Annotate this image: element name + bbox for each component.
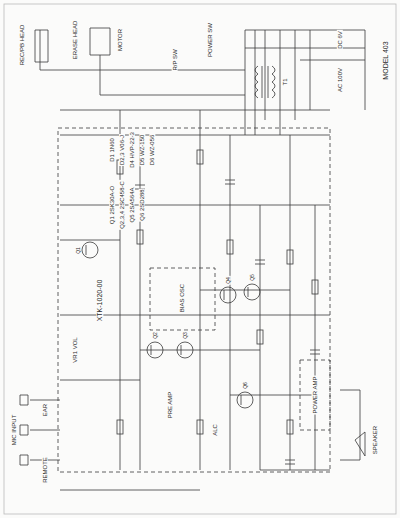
part-label: DC 6V [337,30,343,50]
part-label: MIC INPUT [11,414,17,447]
part-label: REC/PB HEAD [19,24,25,67]
part-label: Q1 [75,246,80,255]
part-label: D4 HVP-22-3 [129,131,135,169]
part-label: Q3 [182,331,187,340]
part-label: MOTOR [117,28,123,52]
part-label: POWER AMP [312,375,318,414]
part-label: ERASE HEAD [72,20,78,61]
part-label: Q5 [249,273,254,282]
part-label: MODEL 403 [381,40,388,80]
part-label: Q1 2SK30A-O [109,185,115,225]
part-label: D1 1N60 [109,137,115,163]
part-label: Q5 2SA564A [129,186,135,223]
part-label: D5 WZ-150 [139,134,145,167]
transformer [255,66,275,98]
part-label: Q4 [225,276,230,285]
page-border [4,4,396,514]
resistor-symbols [117,150,318,434]
part-label: REMOTE [42,456,48,484]
wires [30,28,365,490]
part-label: Q6 [242,381,247,390]
part-label: Q2 [152,331,157,340]
part-label: VR1 VOL [72,336,78,363]
part-label: R/P SW [172,48,178,71]
part-label: Q2,3,4 2SC458-C [119,180,125,230]
part-label: Q6 2SD288 [139,188,145,221]
pcb-outline [58,128,330,472]
part-label: D6 WZ-056 [149,134,155,167]
part-label: EAR [42,403,48,417]
part-label: BIAS OSC [179,283,185,313]
capacitor-symbols [135,180,320,464]
part-label: XTK-1020-00 [96,278,103,322]
part-label: ALC [212,423,218,437]
part-label: T1 [282,77,288,86]
part-label: AC 100V [337,67,343,93]
part-label: PRE AMP [167,391,173,420]
transistor-symbols [82,242,260,408]
part-label: POWER SW [207,22,213,58]
part-label: D2,3 V06-J [119,134,125,166]
part-label: SPEAKER [372,425,378,455]
